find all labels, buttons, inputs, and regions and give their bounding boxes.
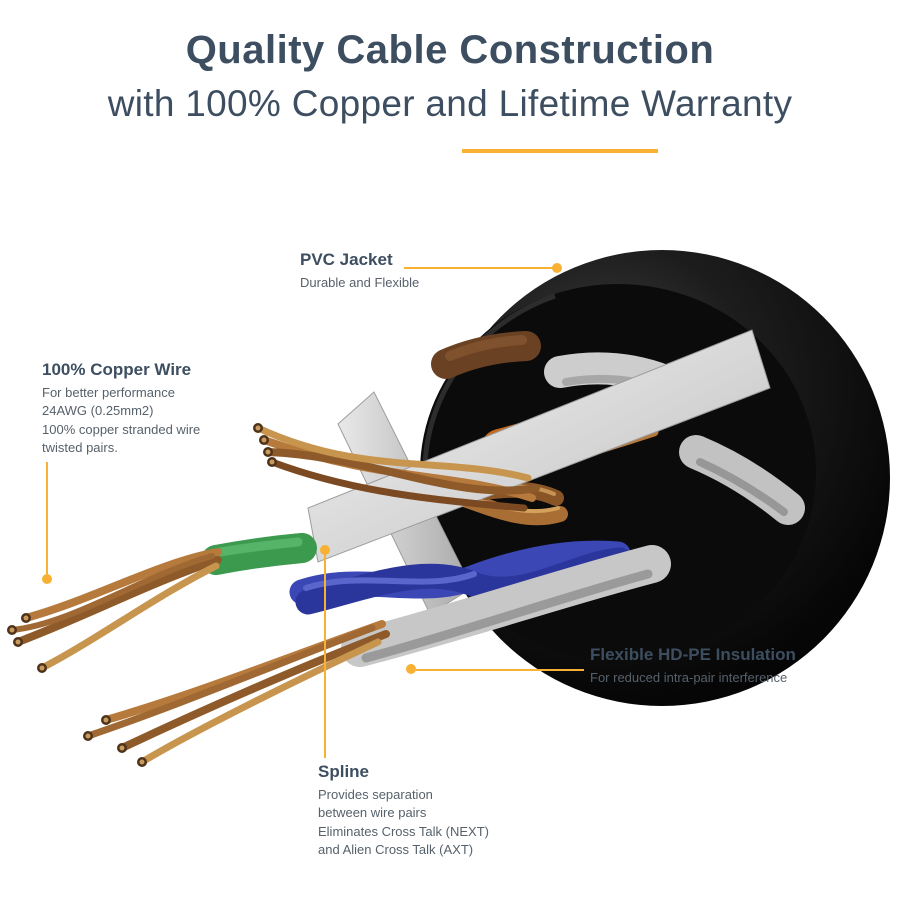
hdpe-insulation-label: Flexible HD-PE Insulation <box>590 645 796 664</box>
spline-callout-dot <box>320 545 330 555</box>
pvc-jacket-callout-dot <box>552 263 562 273</box>
pvc-jacket-callout-line <box>404 267 554 269</box>
gray-wire-bottom <box>341 545 671 667</box>
page-subtitle: with 100% Copper and Lifetime Warranty <box>107 83 793 124</box>
copper-bundle-upper <box>253 423 540 512</box>
copper-wire-callout-line <box>46 462 48 574</box>
brown-wire <box>431 331 541 379</box>
spline-label: Spline <box>318 762 370 781</box>
copper-bundle-left <box>7 548 222 673</box>
spline-callout-line <box>324 552 326 758</box>
copper-wire-label: 100% Copper Wire <box>42 360 192 379</box>
hdpe-insulation-callout-dot <box>406 664 416 674</box>
title-accent-divider <box>462 149 658 153</box>
header: Quality Cable Construction with 100% Cop… <box>0 28 900 125</box>
callout-pvc-jacket: PVC Jacket Durable and Flexible <box>300 250 510 292</box>
hdpe-insulation-callout-line <box>416 669 584 671</box>
pvc-jacket-description: Durable and Flexible <box>300 275 420 290</box>
copper-wire-callout-dot <box>42 574 52 584</box>
callout-spline: Spline Provides separation between wire … <box>318 762 538 860</box>
page-title: Quality Cable Construction <box>185 28 715 72</box>
gray-wire-right <box>679 435 805 525</box>
callout-copper-wire: 100% Copper Wire For better performance … <box>42 360 242 458</box>
copper-bundle-bottom <box>83 620 390 767</box>
green-wire <box>201 533 317 575</box>
copper-wire-description: For better performance 24AWG (0.25mm2) 1… <box>42 385 201 456</box>
hdpe-insulation-description: For reduced intra-pair interference <box>590 670 788 685</box>
callout-hdpe-insulation: Flexible HD-PE Insulation For reduced in… <box>590 645 830 687</box>
pvc-jacket-label: PVC Jacket <box>300 250 393 269</box>
spline-description: Provides separation between wire pairs E… <box>318 787 489 858</box>
